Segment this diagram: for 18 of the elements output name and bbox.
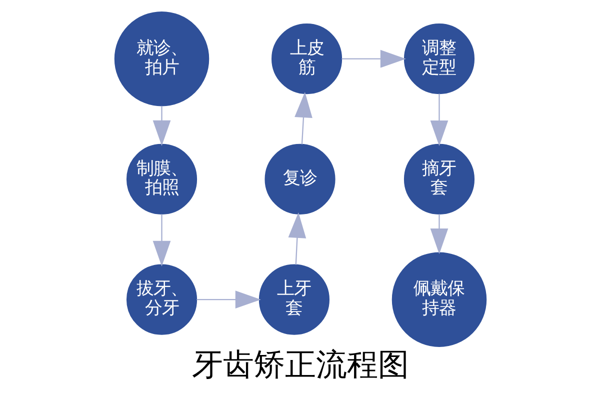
arrow xyxy=(294,92,312,144)
arrow xyxy=(288,212,306,265)
arrow xyxy=(196,290,260,309)
node-circle: 调整定型 xyxy=(403,24,474,94)
arrow xyxy=(152,214,170,266)
node-circle: 制膜、拍照 xyxy=(126,144,197,214)
node-circle: 佩戴保持器 xyxy=(391,252,486,347)
arrow xyxy=(430,94,448,146)
node-circle: 摘牙套 xyxy=(403,144,474,214)
node-circle: 上皮筋 xyxy=(271,24,342,94)
caption: 牙齿矫正流程图 xyxy=(192,347,408,384)
arrow xyxy=(341,50,406,68)
node-circle: 上牙套 xyxy=(258,264,329,335)
node-circle: 拔牙、分牙 xyxy=(126,264,197,335)
node-circle: 复诊 xyxy=(264,144,335,214)
arrow xyxy=(430,214,448,254)
arrow xyxy=(152,106,170,146)
node-circle: 就诊、拍片 xyxy=(114,11,209,106)
